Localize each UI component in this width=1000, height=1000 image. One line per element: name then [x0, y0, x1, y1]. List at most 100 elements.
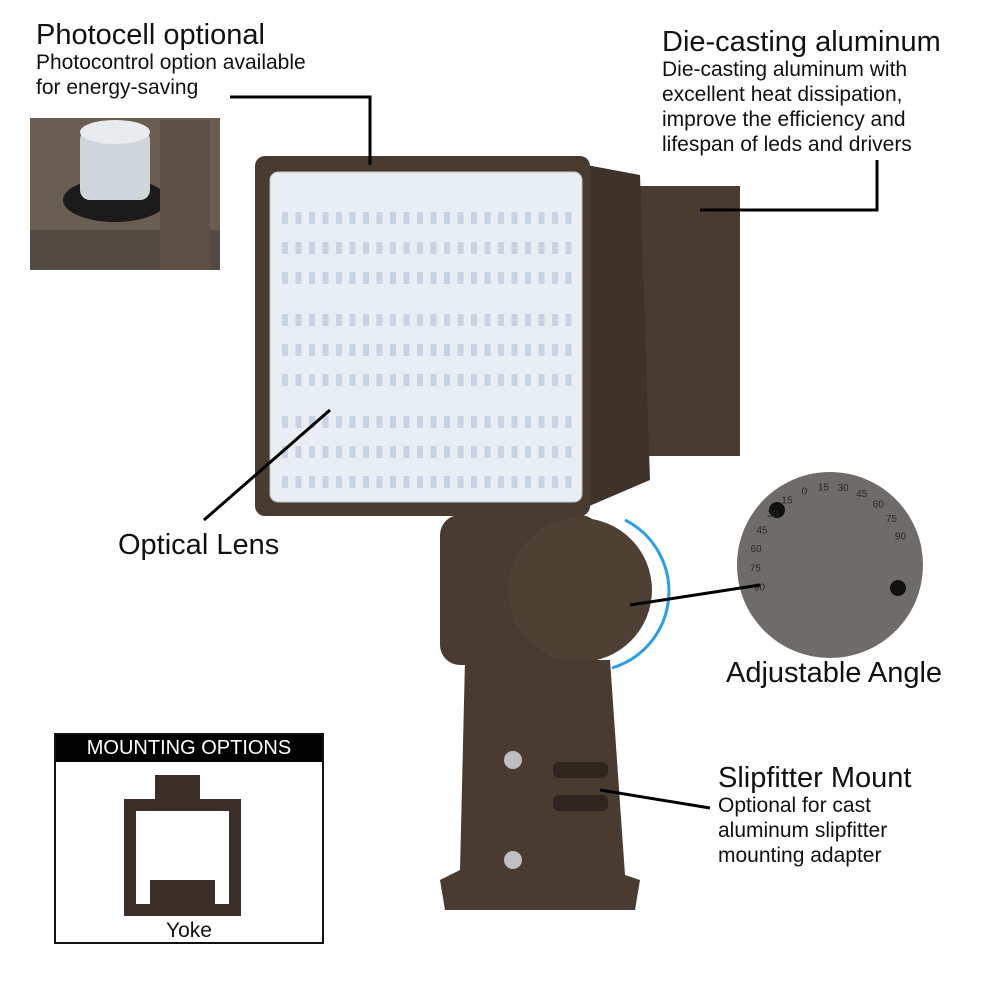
led	[457, 446, 464, 458]
led	[525, 374, 531, 386]
led	[498, 446, 504, 458]
led	[565, 446, 572, 458]
led	[430, 446, 437, 458]
led	[322, 446, 329, 458]
led	[538, 272, 545, 284]
led	[511, 416, 518, 428]
led	[363, 314, 369, 326]
led	[430, 272, 437, 284]
led	[390, 242, 396, 254]
led	[295, 374, 302, 386]
led	[390, 446, 396, 458]
dial-tick-label: 45	[856, 489, 868, 500]
led	[457, 314, 464, 326]
led	[282, 476, 288, 488]
led	[525, 416, 531, 428]
dial-tick-label: 0	[802, 487, 808, 498]
led	[349, 314, 356, 326]
led	[498, 374, 504, 386]
led	[511, 314, 518, 326]
led	[363, 212, 369, 224]
led	[471, 242, 477, 254]
led	[349, 212, 356, 224]
led	[417, 476, 423, 488]
led	[525, 476, 531, 488]
led	[538, 374, 545, 386]
led	[349, 416, 356, 428]
led	[457, 374, 464, 386]
led	[403, 242, 410, 254]
led	[322, 212, 329, 224]
led	[565, 344, 572, 356]
led	[390, 272, 396, 284]
led	[295, 476, 302, 488]
led	[363, 272, 369, 284]
led	[444, 416, 450, 428]
slipfitter-title: Slipfitter Mount	[718, 762, 912, 794]
text-line: aluminum slipfitter	[718, 819, 888, 842]
led	[565, 416, 572, 428]
slipfitter-body	[440, 660, 640, 910]
led	[484, 344, 491, 356]
led	[525, 242, 531, 254]
led	[417, 374, 423, 386]
dial-tick-label: 90	[895, 531, 907, 542]
led	[471, 374, 477, 386]
led	[295, 344, 302, 356]
led	[471, 476, 477, 488]
led	[525, 314, 531, 326]
led	[403, 374, 410, 386]
led	[282, 344, 288, 356]
led	[484, 314, 491, 326]
led	[363, 374, 369, 386]
led	[552, 446, 558, 458]
led	[417, 416, 423, 428]
led	[309, 374, 315, 386]
led	[471, 212, 477, 224]
led	[444, 212, 450, 224]
led	[525, 212, 531, 224]
led	[511, 242, 518, 254]
led	[376, 314, 383, 326]
led	[363, 476, 369, 488]
led	[444, 272, 450, 284]
led	[565, 476, 572, 488]
led	[349, 374, 356, 386]
slipfitter-description: Optional for cast aluminum slipfitter mo…	[718, 793, 887, 868]
mounting-options-panel: MOUNTING OPTIONS Yoke	[54, 733, 324, 944]
led	[336, 374, 342, 386]
text-line: Photocontrol option available	[36, 51, 306, 74]
led	[538, 344, 545, 356]
text-line: lifespan of leds and drivers	[662, 133, 912, 156]
led	[457, 242, 464, 254]
led	[309, 242, 315, 254]
led	[282, 374, 288, 386]
knuckle-dial	[508, 518, 652, 662]
led	[444, 476, 450, 488]
led	[525, 344, 531, 356]
led	[349, 476, 356, 488]
led	[538, 314, 545, 326]
led	[322, 242, 329, 254]
led	[565, 242, 572, 254]
led	[376, 212, 383, 224]
led	[525, 446, 531, 458]
led	[444, 446, 450, 458]
led	[322, 416, 329, 428]
led	[309, 416, 315, 428]
led	[295, 314, 302, 326]
led	[430, 212, 437, 224]
led	[538, 242, 545, 254]
led	[552, 314, 558, 326]
callout-leaders	[203, 95, 879, 810]
led	[363, 446, 369, 458]
led	[430, 242, 437, 254]
led	[390, 416, 396, 428]
led	[295, 242, 302, 254]
led	[417, 314, 423, 326]
led	[417, 272, 423, 284]
led	[471, 446, 477, 458]
led	[511, 212, 518, 224]
led	[363, 242, 369, 254]
